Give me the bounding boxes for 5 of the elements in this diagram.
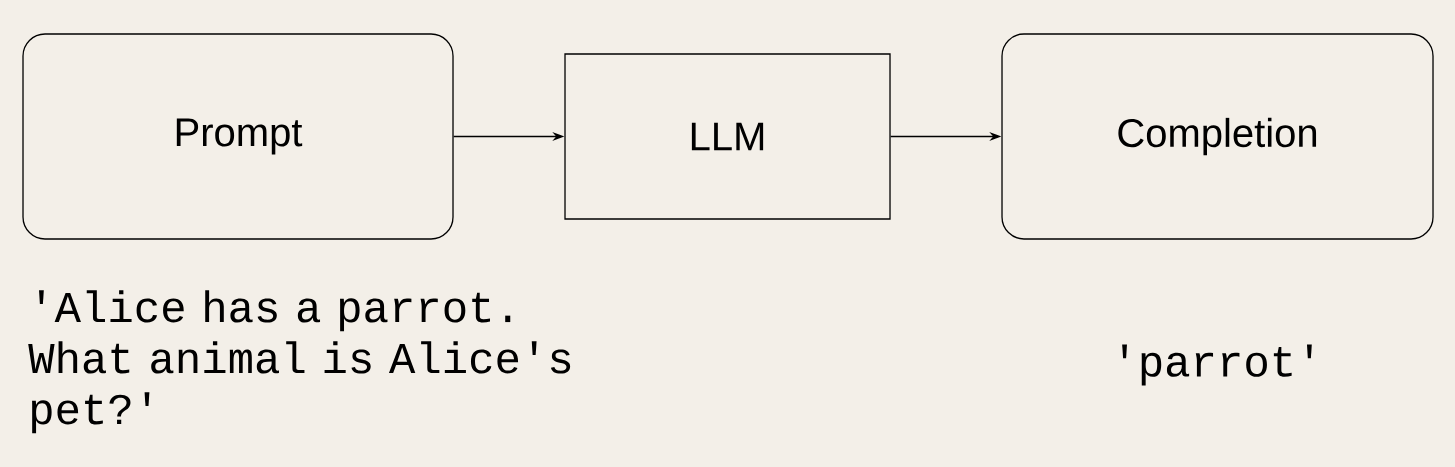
process-box: LLM (564, 53, 891, 220)
rounded-box: Completion (1001, 33, 1434, 240)
caption-text: 'Alice has a parrot. What animal is Alice's pet?' (28, 290, 571, 434)
rounded-box: Prompt (22, 33, 454, 240)
caption-text: 'parrot' (1122, 344, 1312, 386)
